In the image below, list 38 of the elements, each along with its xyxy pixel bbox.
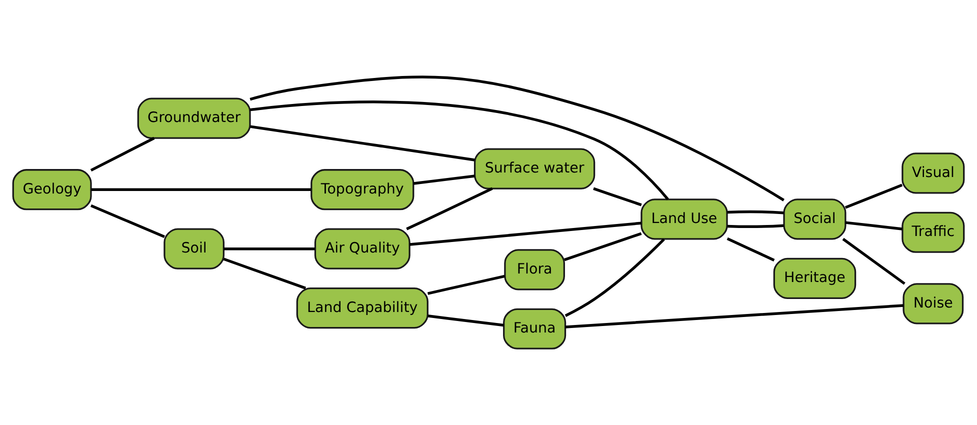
connector	[427, 274, 505, 295]
node-box: Soil	[164, 228, 224, 270]
node-box: Topography	[310, 169, 414, 210]
connector	[726, 237, 775, 262]
node-box: Geology	[12, 169, 92, 210]
connector	[90, 136, 155, 172]
connector	[250, 125, 475, 162]
node-box: Fauna	[503, 308, 566, 350]
node-box: Surface water	[474, 148, 596, 190]
connector	[223, 258, 306, 290]
connector	[224, 247, 315, 250]
node-box: Groundwater	[137, 98, 251, 139]
connector	[90, 204, 165, 238]
connector	[727, 210, 784, 214]
node-box: Air Quality	[314, 228, 410, 270]
connector	[428, 314, 504, 327]
connector	[564, 238, 665, 317]
node-box: Heritage	[773, 258, 856, 299]
connector	[413, 174, 475, 185]
connector	[564, 232, 642, 262]
connector	[844, 184, 903, 209]
connector	[250, 100, 669, 200]
connector	[406, 187, 493, 230]
connector	[845, 221, 902, 230]
connector	[91, 188, 312, 191]
node-box: Flora	[504, 249, 565, 290]
node-box: Visual	[902, 152, 965, 194]
connector	[565, 304, 904, 328]
node-box: Land Capability	[296, 287, 428, 329]
node-box: Noise	[902, 283, 964, 324]
node-box: Social	[783, 198, 846, 240]
connector	[593, 187, 642, 206]
connector	[250, 76, 784, 202]
node-box: Land Use	[640, 198, 728, 240]
connector	[727, 224, 784, 228]
connector	[842, 238, 906, 285]
connector	[410, 222, 642, 246]
node-box: Traffic	[902, 212, 965, 253]
